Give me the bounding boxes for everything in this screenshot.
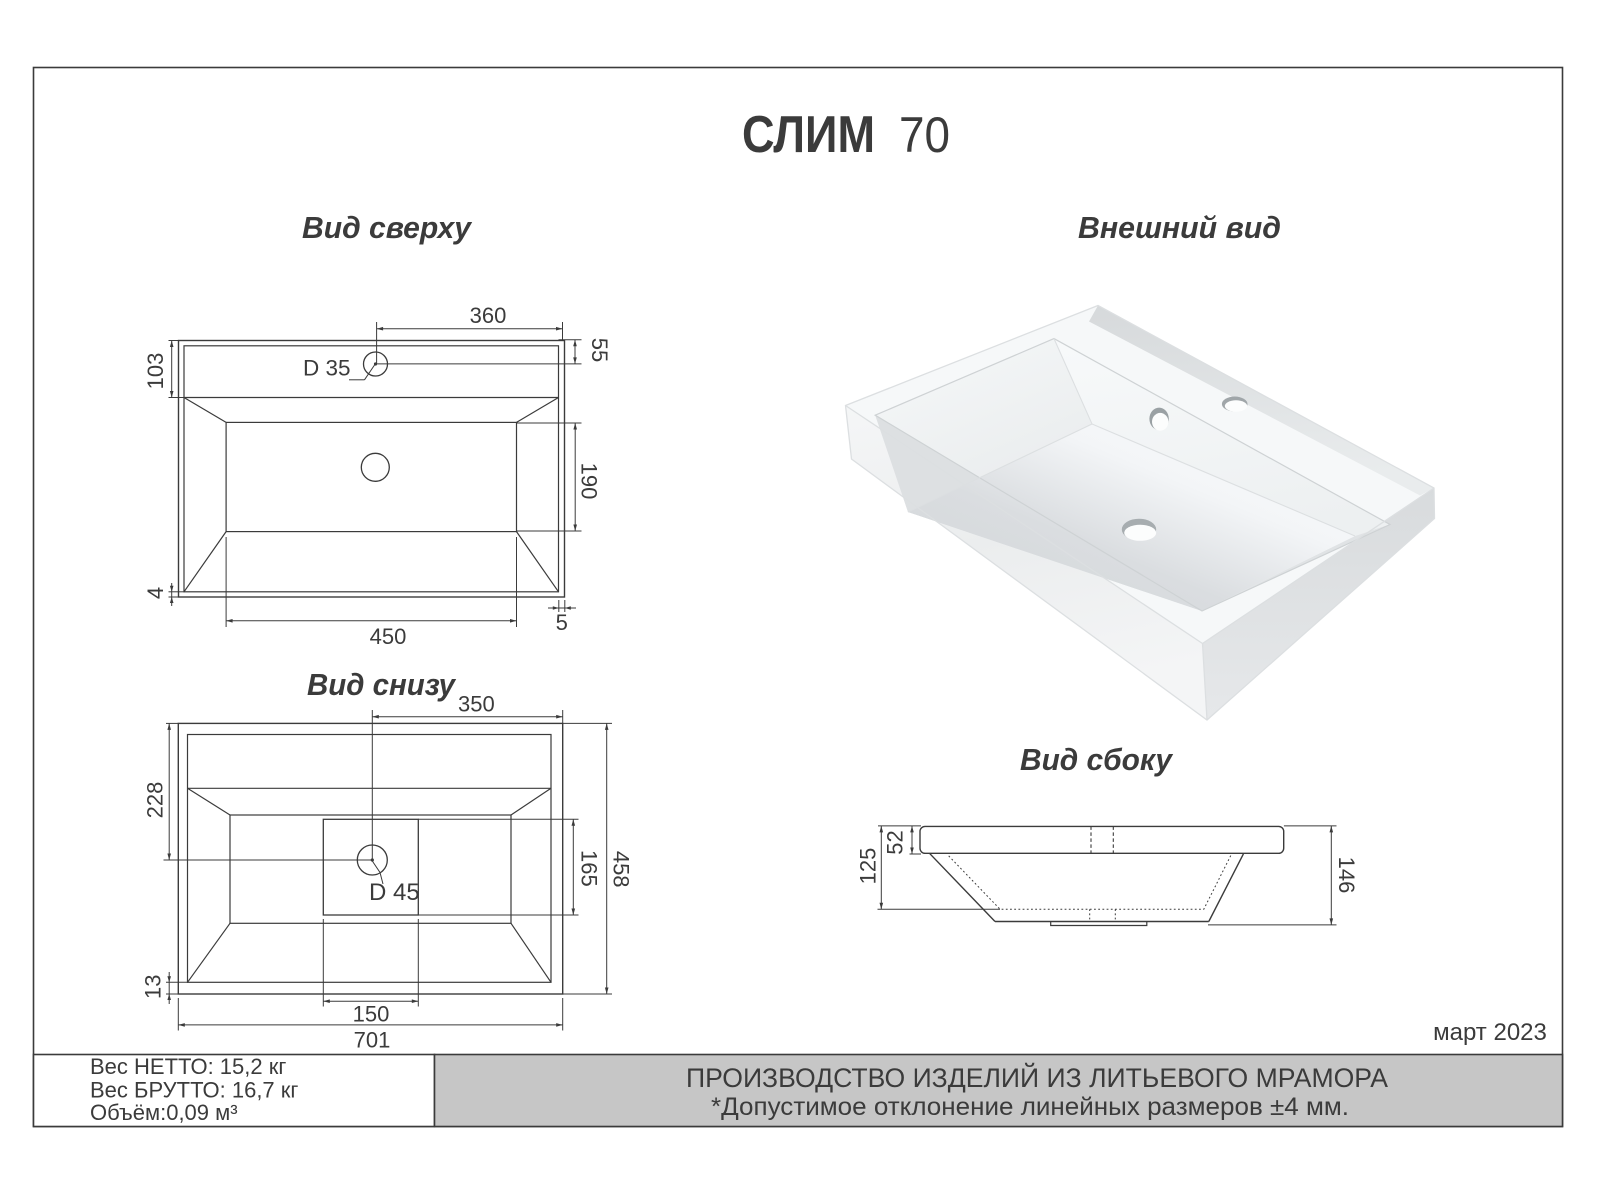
svg-text:4: 4 bbox=[143, 587, 168, 599]
svg-text:146: 146 bbox=[1334, 857, 1359, 894]
svg-text:701: 701 bbox=[354, 1028, 391, 1053]
svg-text:125: 125 bbox=[856, 848, 881, 885]
svg-text:52: 52 bbox=[883, 830, 908, 854]
svg-text:360: 360 bbox=[470, 303, 507, 328]
svg-text:70: 70 bbox=[899, 107, 950, 163]
svg-text:Вид снизу: Вид снизу bbox=[307, 667, 457, 702]
svg-text:D 35: D 35 bbox=[303, 355, 351, 380]
svg-text:D 45: D 45 bbox=[369, 879, 420, 906]
svg-text:103: 103 bbox=[143, 353, 168, 390]
svg-text:150: 150 bbox=[353, 1002, 390, 1027]
svg-text:ПРОИЗВОДСТВО ИЗДЕЛИЙ ИЗ ЛИТЬЕВ: ПРОИЗВОДСТВО ИЗДЕЛИЙ ИЗ ЛИТЬЕВОГО МРАМОР… bbox=[686, 1062, 1388, 1093]
svg-text:350: 350 bbox=[458, 691, 495, 716]
svg-text:5: 5 bbox=[556, 610, 568, 635]
svg-text:458: 458 bbox=[609, 851, 634, 888]
svg-text:Объём:0,09 м³: Объём:0,09 м³ bbox=[90, 1100, 238, 1125]
svg-text:190: 190 bbox=[577, 463, 602, 500]
svg-text:165: 165 bbox=[576, 850, 601, 887]
svg-text:13: 13 bbox=[141, 974, 166, 998]
svg-text:Вид сверху: Вид сверху bbox=[302, 210, 473, 245]
svg-text:март 2023: март 2023 bbox=[1433, 1019, 1547, 1046]
svg-text:Внешний вид: Внешний вид bbox=[1078, 210, 1281, 245]
svg-text:228: 228 bbox=[142, 782, 167, 819]
svg-text:55: 55 bbox=[587, 338, 612, 362]
svg-text:*Допустимое отклонение линейны: *Допустимое отклонение линейных размеров… bbox=[711, 1093, 1349, 1121]
svg-text:Вес НЕТТО: 15,2 кг: Вес НЕТТО: 15,2 кг bbox=[90, 1054, 286, 1079]
svg-text:Вес БРУТТО: 16,7 кг: Вес БРУТТО: 16,7 кг bbox=[90, 1078, 298, 1103]
svg-text:Вид сбоку: Вид сбоку bbox=[1020, 742, 1174, 777]
svg-text:450: 450 bbox=[370, 624, 407, 649]
svg-text:СЛИМ: СЛИМ bbox=[742, 106, 875, 164]
